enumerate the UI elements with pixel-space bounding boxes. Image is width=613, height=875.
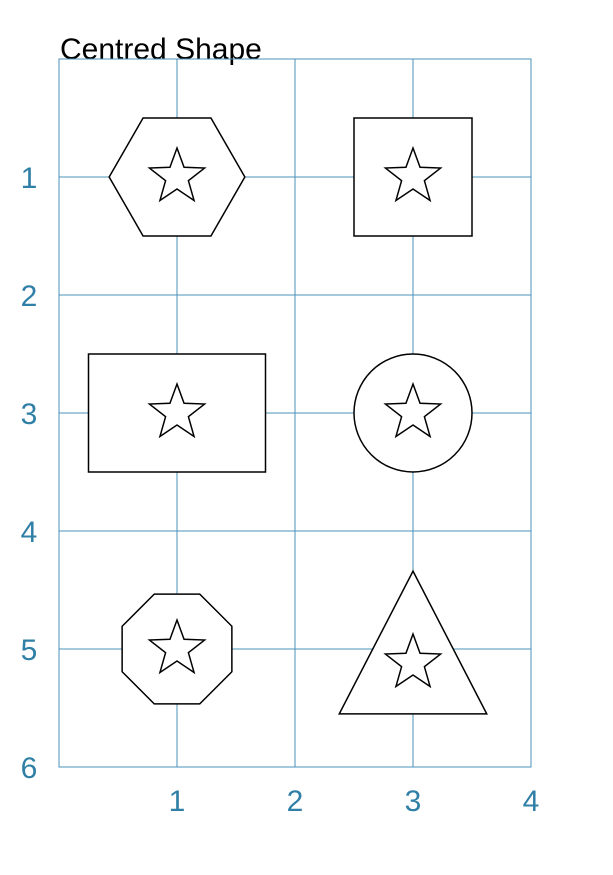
y-tick-label: 2 — [21, 280, 38, 313]
star-icon — [147, 381, 207, 439]
shapes — [87, 117, 488, 715]
star-icon — [383, 631, 443, 689]
star-icon — [147, 145, 207, 203]
y-tick-label: 4 — [21, 516, 38, 549]
circle-group — [353, 353, 473, 473]
octagon-group — [121, 593, 233, 705]
star-icon — [147, 617, 207, 675]
star-icon — [383, 381, 443, 439]
y-tick-label: 5 — [21, 634, 38, 667]
axis-ticks: 1 2 3 4 1 2 3 4 5 6 — [21, 162, 540, 818]
square-group — [353, 117, 473, 237]
hexagon-group — [108, 117, 246, 237]
x-tick-label: 3 — [405, 785, 422, 818]
triangle-group — [338, 569, 488, 715]
y-tick-label: 3 — [21, 398, 38, 431]
star-icon — [383, 145, 443, 203]
rectangle-group — [87, 353, 267, 473]
diagram-title: Centred Shape — [60, 33, 262, 66]
y-tick-label: 6 — [21, 752, 38, 785]
x-tick-label: 1 — [169, 785, 186, 818]
x-tick-label: 2 — [287, 785, 304, 818]
y-tick-label: 1 — [21, 162, 38, 195]
x-tick-label: 4 — [523, 785, 540, 818]
